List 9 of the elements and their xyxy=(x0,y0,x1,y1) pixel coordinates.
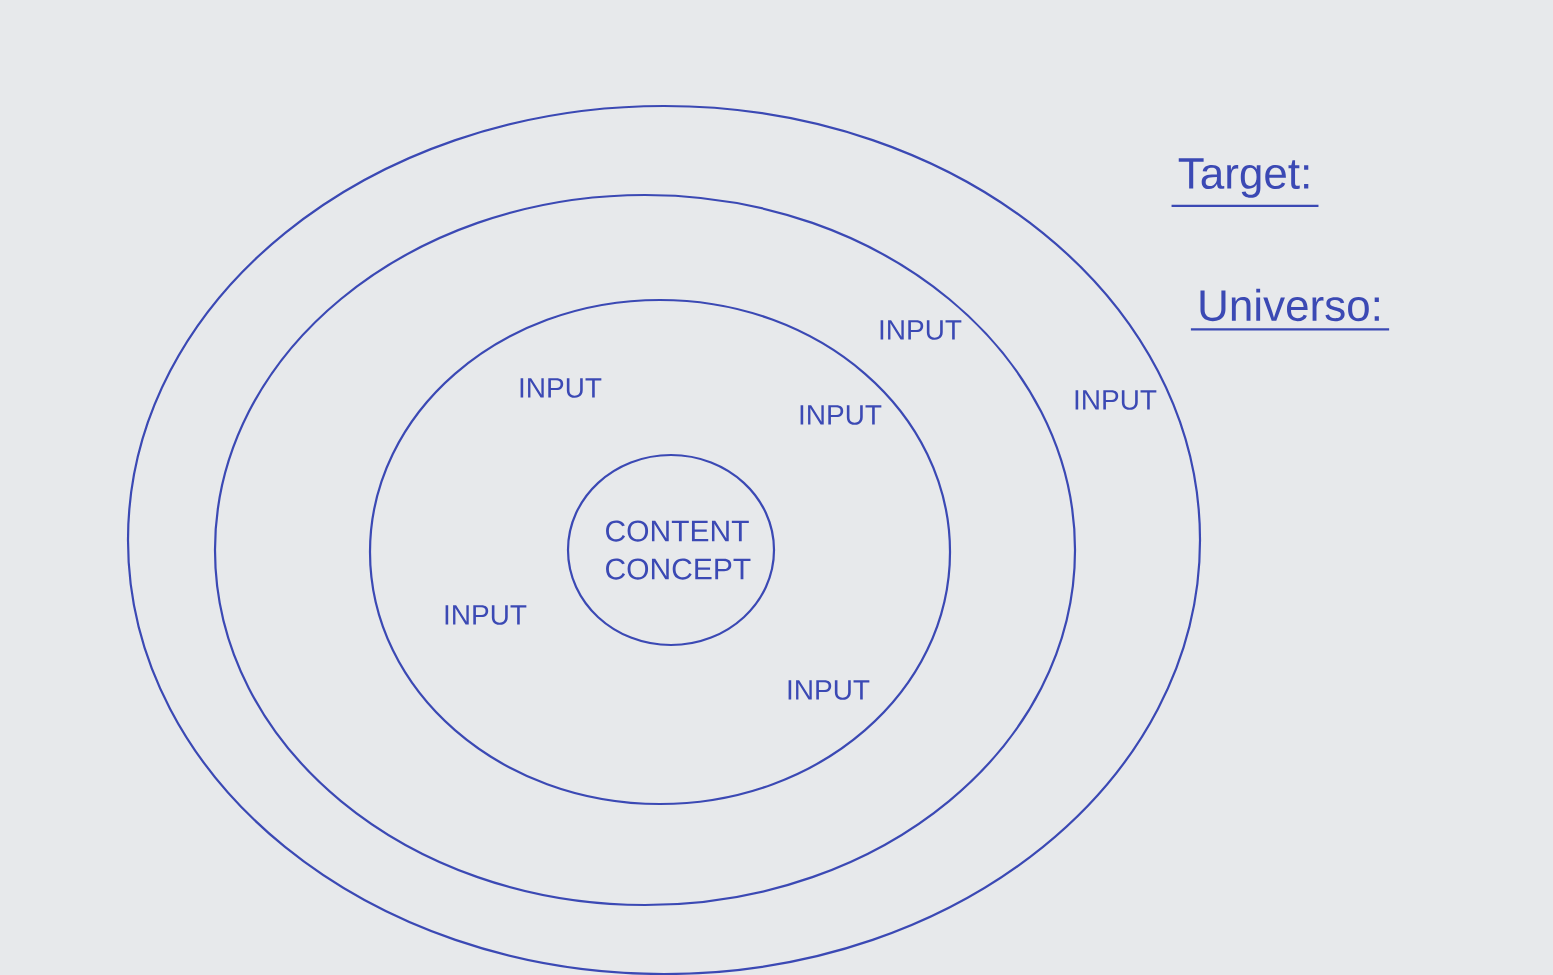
input-label: INPUT xyxy=(800,405,882,425)
ring xyxy=(213,193,1077,907)
input-label: INPUT xyxy=(880,320,962,340)
input-label: INPUT xyxy=(445,605,527,625)
underlined-heading: Universo: xyxy=(1190,288,1390,331)
input-label: INPUT xyxy=(1075,390,1157,410)
input-label: INPUT xyxy=(788,680,870,700)
input-label: INPUT xyxy=(520,378,602,398)
underlined-heading: Target: xyxy=(1171,158,1319,207)
